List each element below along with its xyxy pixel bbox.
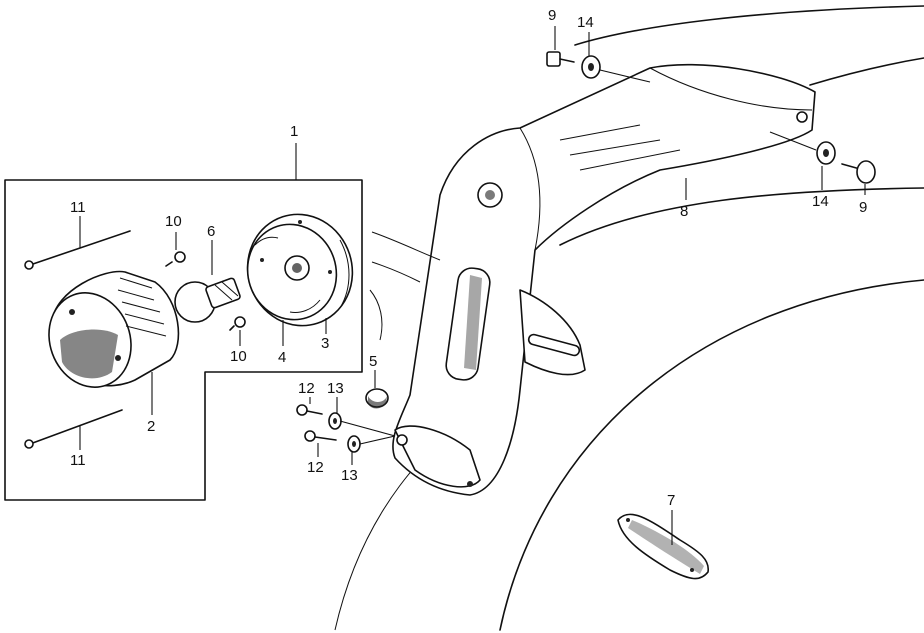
callout-12-lower: 12: [307, 459, 324, 476]
taillight-assembly-box: [4, 143, 363, 501]
callout-10-upper: 10: [165, 213, 182, 230]
callout-labels: 1 2 3 4 5 6 7 8 9 9 10 10 11 11 12 12 13…: [70, 7, 867, 509]
washer-13-upper: [328, 412, 342, 430]
grommet: [365, 388, 389, 409]
taillight-lens: [48, 270, 180, 388]
callout-11-lower: 11: [70, 452, 86, 469]
bulb: [174, 277, 241, 323]
rear-fender: [334, 5, 924, 631]
callout-1: 1: [290, 123, 298, 140]
callout-9-upper: 9: [548, 7, 556, 24]
callout-14-lower: 14: [812, 193, 829, 210]
callout-3: 3: [321, 335, 329, 352]
washer-13-lower: [347, 435, 361, 453]
callout-5: 5: [369, 353, 377, 370]
callout-14-upper: 14: [577, 14, 594, 31]
callout-11-upper: 11: [70, 199, 86, 216]
callout-10-lower: 10: [230, 348, 247, 365]
taillight-housing: [246, 213, 354, 327]
bolt-12-upper: [296, 404, 323, 416]
callout-13-upper: 13: [327, 380, 344, 397]
screw-lower: [229, 316, 246, 331]
washer-14-lower: [816, 141, 836, 165]
callout-9-lower: 9: [859, 199, 867, 216]
callout-2: 2: [147, 418, 155, 435]
washer-14-upper: [581, 55, 601, 79]
callout-7: 7: [667, 492, 675, 509]
callout-6: 6: [207, 223, 215, 240]
bolt-12-lower: [304, 430, 337, 442]
bolt-9-lower: [841, 160, 876, 184]
callout-12-upper: 12: [298, 380, 315, 397]
callout-13-lower: 13: [341, 467, 358, 484]
long-bolt-lower: [24, 409, 123, 449]
reflector-strip: [617, 513, 709, 580]
long-bolt-upper: [24, 230, 131, 270]
callout-8: 8: [680, 203, 688, 220]
screw-upper: [165, 251, 186, 267]
bolt-9-upper: [546, 51, 575, 67]
taillight-bracket: [369, 63, 816, 496]
callout-4: 4: [278, 349, 286, 366]
